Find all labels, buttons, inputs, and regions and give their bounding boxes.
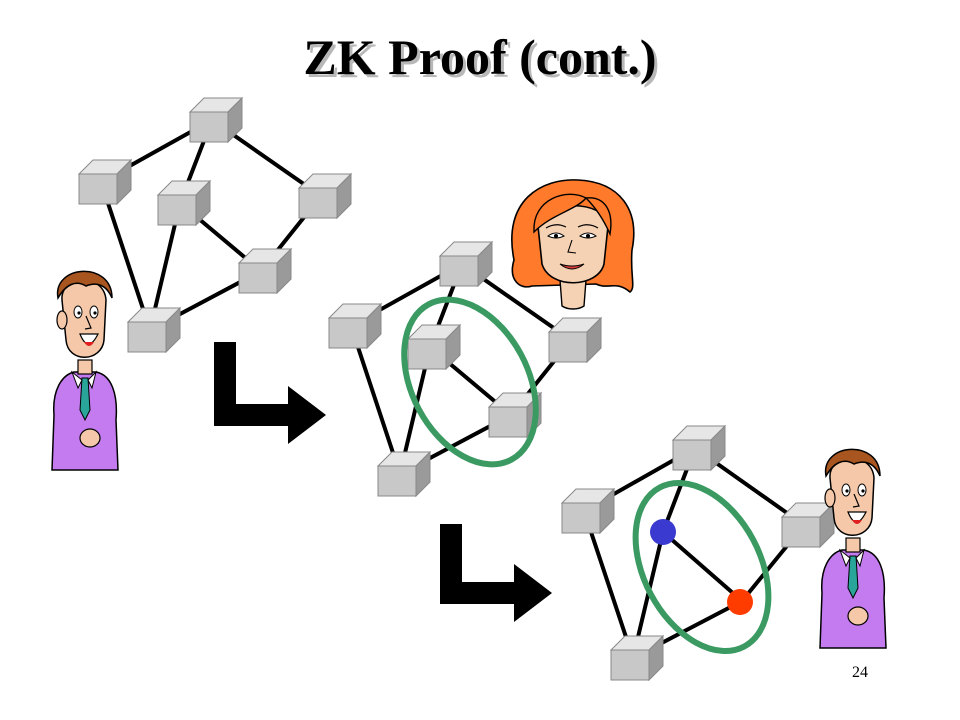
node — [781, 502, 835, 548]
graph-challenge — [328, 241, 602, 497]
node — [610, 635, 664, 681]
revealed-color-vertex-red — [727, 589, 753, 615]
graph-challenge-edges — [349, 262, 573, 476]
node — [561, 488, 615, 534]
response-ellipse — [632, 479, 772, 655]
step-arrow-2 — [440, 524, 552, 622]
node — [189, 97, 243, 143]
node — [439, 241, 493, 287]
node — [548, 317, 602, 363]
node — [672, 425, 726, 471]
graph-initial-edges — [99, 118, 323, 332]
revealed-color-vertex-blue — [650, 519, 676, 545]
page-number: 24 — [852, 664, 868, 681]
graph-response-edges — [582, 446, 806, 660]
node — [407, 324, 461, 370]
node — [238, 248, 292, 294]
verifier-face — [511, 179, 635, 310]
node — [328, 303, 382, 349]
prover-figure — [51, 270, 119, 471]
node — [298, 173, 352, 219]
node — [377, 451, 431, 497]
slide-title: ZK Proof (cont.) — [303, 29, 657, 85]
graph-response — [561, 425, 835, 681]
node — [78, 159, 132, 205]
node — [157, 180, 211, 226]
node — [127, 307, 181, 353]
graph-initial — [78, 97, 352, 353]
step-arrow-1 — [214, 342, 326, 444]
prover-figure-right — [819, 448, 887, 649]
challenge-ellipse — [401, 296, 539, 468]
